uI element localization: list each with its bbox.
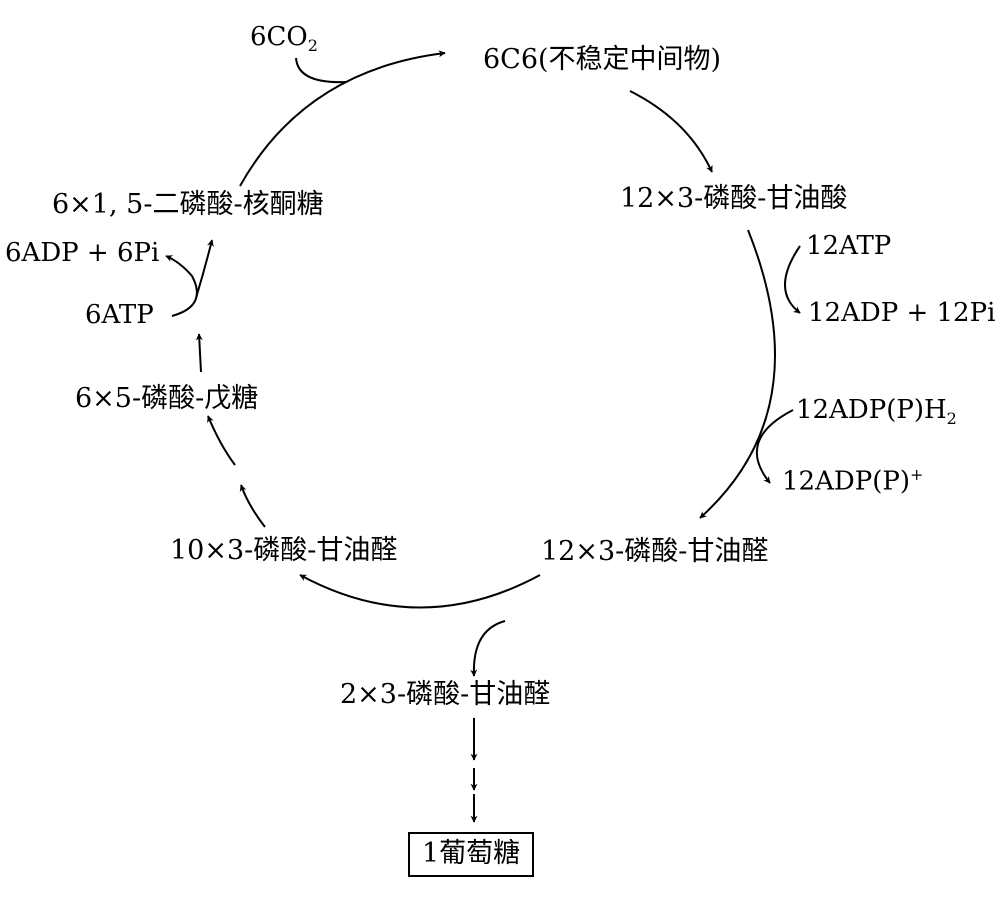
adp-6-label: 6ADP + 6Pi <box>5 238 160 268</box>
arc-gap10-to-pentose-lower <box>239 484 266 528</box>
gap-10-label: 10×3-磷酸-甘油醛 <box>170 535 398 566</box>
arc-pga-to-gap <box>699 229 776 519</box>
rubp-label: 6×1, 5-二磷酸-核酮糖 <box>52 189 324 220</box>
co2-subscript: 2 <box>307 36 318 56</box>
arc-pentose-to-atp <box>195 333 203 373</box>
nadp-superscript: + <box>909 465 924 484</box>
atp-branch-arrow <box>784 245 801 314</box>
atp-12-label: 12ATP <box>806 231 892 261</box>
gap-2-label: 2×3-磷酸-甘油醛 <box>340 679 551 710</box>
co2-label: 6CO2 <box>250 22 318 56</box>
arc-gap10-to-pentose-upper <box>207 415 236 466</box>
atp-6-label: 6ATP <box>85 300 154 330</box>
branch-to-gap2 <box>470 620 506 677</box>
adp6-branch-arrow <box>165 255 198 317</box>
pga-12-label: 12×3-磷酸-甘油酸 <box>620 183 848 214</box>
pentose-phosphate-label: 6×5-磷酸-戊糖 <box>75 383 259 414</box>
co2-feed-arrow <box>295 57 347 84</box>
arc-atp-to-rubp <box>195 239 214 299</box>
arc-c6-to-pga <box>629 90 713 173</box>
nadp-label: 12ADP(P)+ <box>782 465 924 497</box>
c6-intermediate-label: 6C6(不稳定中间物) <box>483 44 722 75</box>
nadph-label: 12ADP(P)H2 <box>796 395 957 429</box>
gap-12-label: 12×3-磷酸-甘油醛 <box>541 536 769 567</box>
arc-gap12-to-gap10 <box>299 574 541 609</box>
nadph-branch-arrow <box>755 409 794 484</box>
glucose-box: 1葡萄糖 <box>408 832 535 877</box>
adp-12-label: 12ADP + 12Pi <box>808 298 996 328</box>
nadph-subscript: 2 <box>946 409 957 429</box>
arc-rubp-to-c6 <box>239 50 446 187</box>
